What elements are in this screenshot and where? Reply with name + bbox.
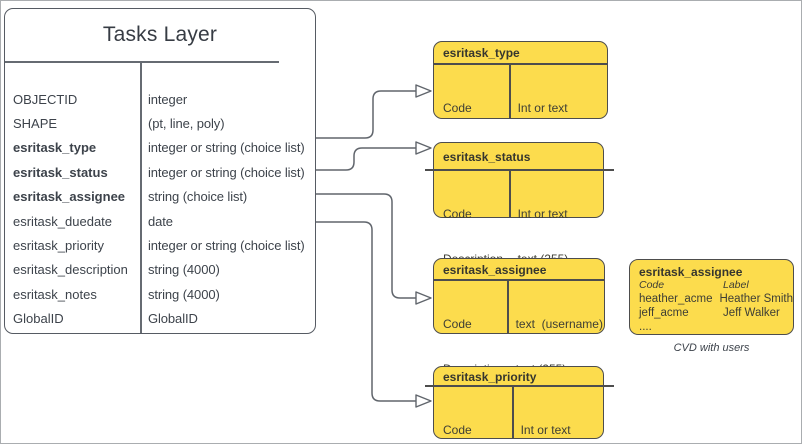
body-divider — [512, 387, 514, 438]
table-row: GlobalID GlobalID — [5, 307, 315, 331]
connector-esritask-type — [316, 90, 416, 139]
domain-code-column: Code Description — [443, 423, 472, 437]
field-type: GlobalID — [148, 311, 198, 327]
domain-box-title: esritask_type — [443, 46, 520, 60]
field-name: esritask_status — [13, 164, 108, 180]
field-name: esritask_assignee — [13, 189, 126, 205]
field-name: esritask_duedate — [13, 213, 113, 229]
field-name: OBJECTID — [13, 91, 78, 107]
cvd-row-ellipsis: .... — [639, 321, 652, 333]
field-type: date — [148, 213, 173, 229]
domain-box-title: esritask_status — [443, 149, 531, 164]
table-row: esritask_assignee string (choice list) — [5, 185, 315, 209]
domain-box-esritask-status: esritask_status Code Description Int or … — [425, 142, 614, 266]
connector-esritask-priority — [316, 221, 416, 402]
table-row: esritask_status integer or string (choice… — [5, 160, 315, 184]
connector-esritask-status — [316, 147, 416, 171]
field-type: integer — [148, 91, 188, 107]
domain-box-body: Code Description Int or text text (255) — [434, 65, 607, 160]
domain-box-title: esritask_priority — [443, 369, 537, 384]
field-name: esritask_type — [13, 140, 97, 156]
arrowhead-icon — [415, 291, 432, 305]
cvd-box-esritask-assignee: esritask_assignee Code Label heather_acm… — [629, 259, 794, 335]
header-separator — [434, 63, 607, 65]
table-row: esritask_description string (4000) — [5, 258, 315, 282]
table-row: esritask_notes string (4000) — [5, 282, 315, 306]
domain-type-column: text (username) text (255) — [515, 317, 603, 376]
domain-box-esritask-type: esritask_type Code Description Int or te… — [433, 41, 608, 160]
domain-code-column: Code Description — [443, 207, 503, 266]
domain-box-esritask-priority: esritask_priority Code Description Int o… — [425, 366, 614, 439]
domain-box-body: Code Description Int or text text (255) — [434, 387, 603, 438]
body-divider — [509, 171, 511, 217]
field-name: esritask_description — [13, 262, 128, 278]
field-name: esritask_priority — [13, 238, 105, 254]
header-separator — [425, 169, 614, 171]
domain-box-esritask-assignee: esritask_assignee Code Description text … — [433, 258, 605, 376]
domain-box-body: Code Description Int or text text (255) — [434, 171, 603, 266]
domain-box-body: Code Description text (username) text (2… — [434, 281, 604, 376]
field-name: SHAPE — [13, 116, 58, 132]
cvd-row: jeff_acme Jeff Walker — [639, 307, 780, 319]
field-type: integer or string (choice list) — [148, 238, 305, 254]
table-row: SHAPE (pt, line, poly) — [5, 111, 315, 135]
column-divider — [140, 62, 142, 333]
body-divider — [509, 65, 511, 118]
field-name: esritask_notes — [13, 286, 97, 302]
domain-code-column: Code Description — [443, 101, 503, 160]
field-type: string (4000) — [148, 262, 220, 278]
field-name: GlobalID — [13, 311, 64, 327]
field-type: string (choice list) — [148, 189, 248, 205]
field-rows: OBJECTID integer SHAPE (pt, line, poly) es… — [5, 87, 315, 331]
field-type: (pt, line, poly) — [148, 116, 225, 132]
domain-type-column: Int or text text (255) — [517, 101, 569, 160]
domain-type-column: Int or text text (255) — [517, 207, 569, 266]
domain-box-title: esritask_assignee — [443, 262, 547, 277]
tasks-layer-table: Tasks Layer OBJECTID integer SHAPE (pt, li… — [4, 8, 316, 334]
table-row: esritask_type integer or string (choice l… — [5, 136, 315, 160]
field-type: integer or string (choice list) — [148, 140, 305, 156]
field-type: integer or string (choice list) — [148, 164, 305, 180]
domain-type-column: Int or text text (255) — [520, 423, 571, 437]
table-row: esritask_duedate date — [5, 209, 315, 233]
field-type: string (4000) — [148, 286, 220, 302]
arrowhead-icon — [415, 84, 432, 98]
arrowhead-icon — [415, 394, 432, 408]
arrowhead-icon — [415, 141, 432, 155]
cvd-caption: CVD with users — [673, 342, 750, 354]
body-divider — [507, 281, 509, 333]
header-separator — [425, 385, 614, 387]
cvd-column-headers: Code Label — [639, 279, 749, 291]
table-row: OBJECTID integer — [5, 87, 315, 111]
header-separator — [434, 279, 604, 281]
cvd-box-title: esritask_assignee — [639, 265, 743, 279]
domain-code-column: Code Description — [443, 317, 503, 376]
title-separator — [5, 61, 279, 63]
table-row: esritask_priority integer or string (choi… — [5, 233, 315, 257]
cvd-row: heather_acme Heather Smith — [639, 293, 793, 305]
table-title: Tasks Layer — [102, 23, 218, 46]
connector-esritask-assignee — [316, 193, 416, 299]
